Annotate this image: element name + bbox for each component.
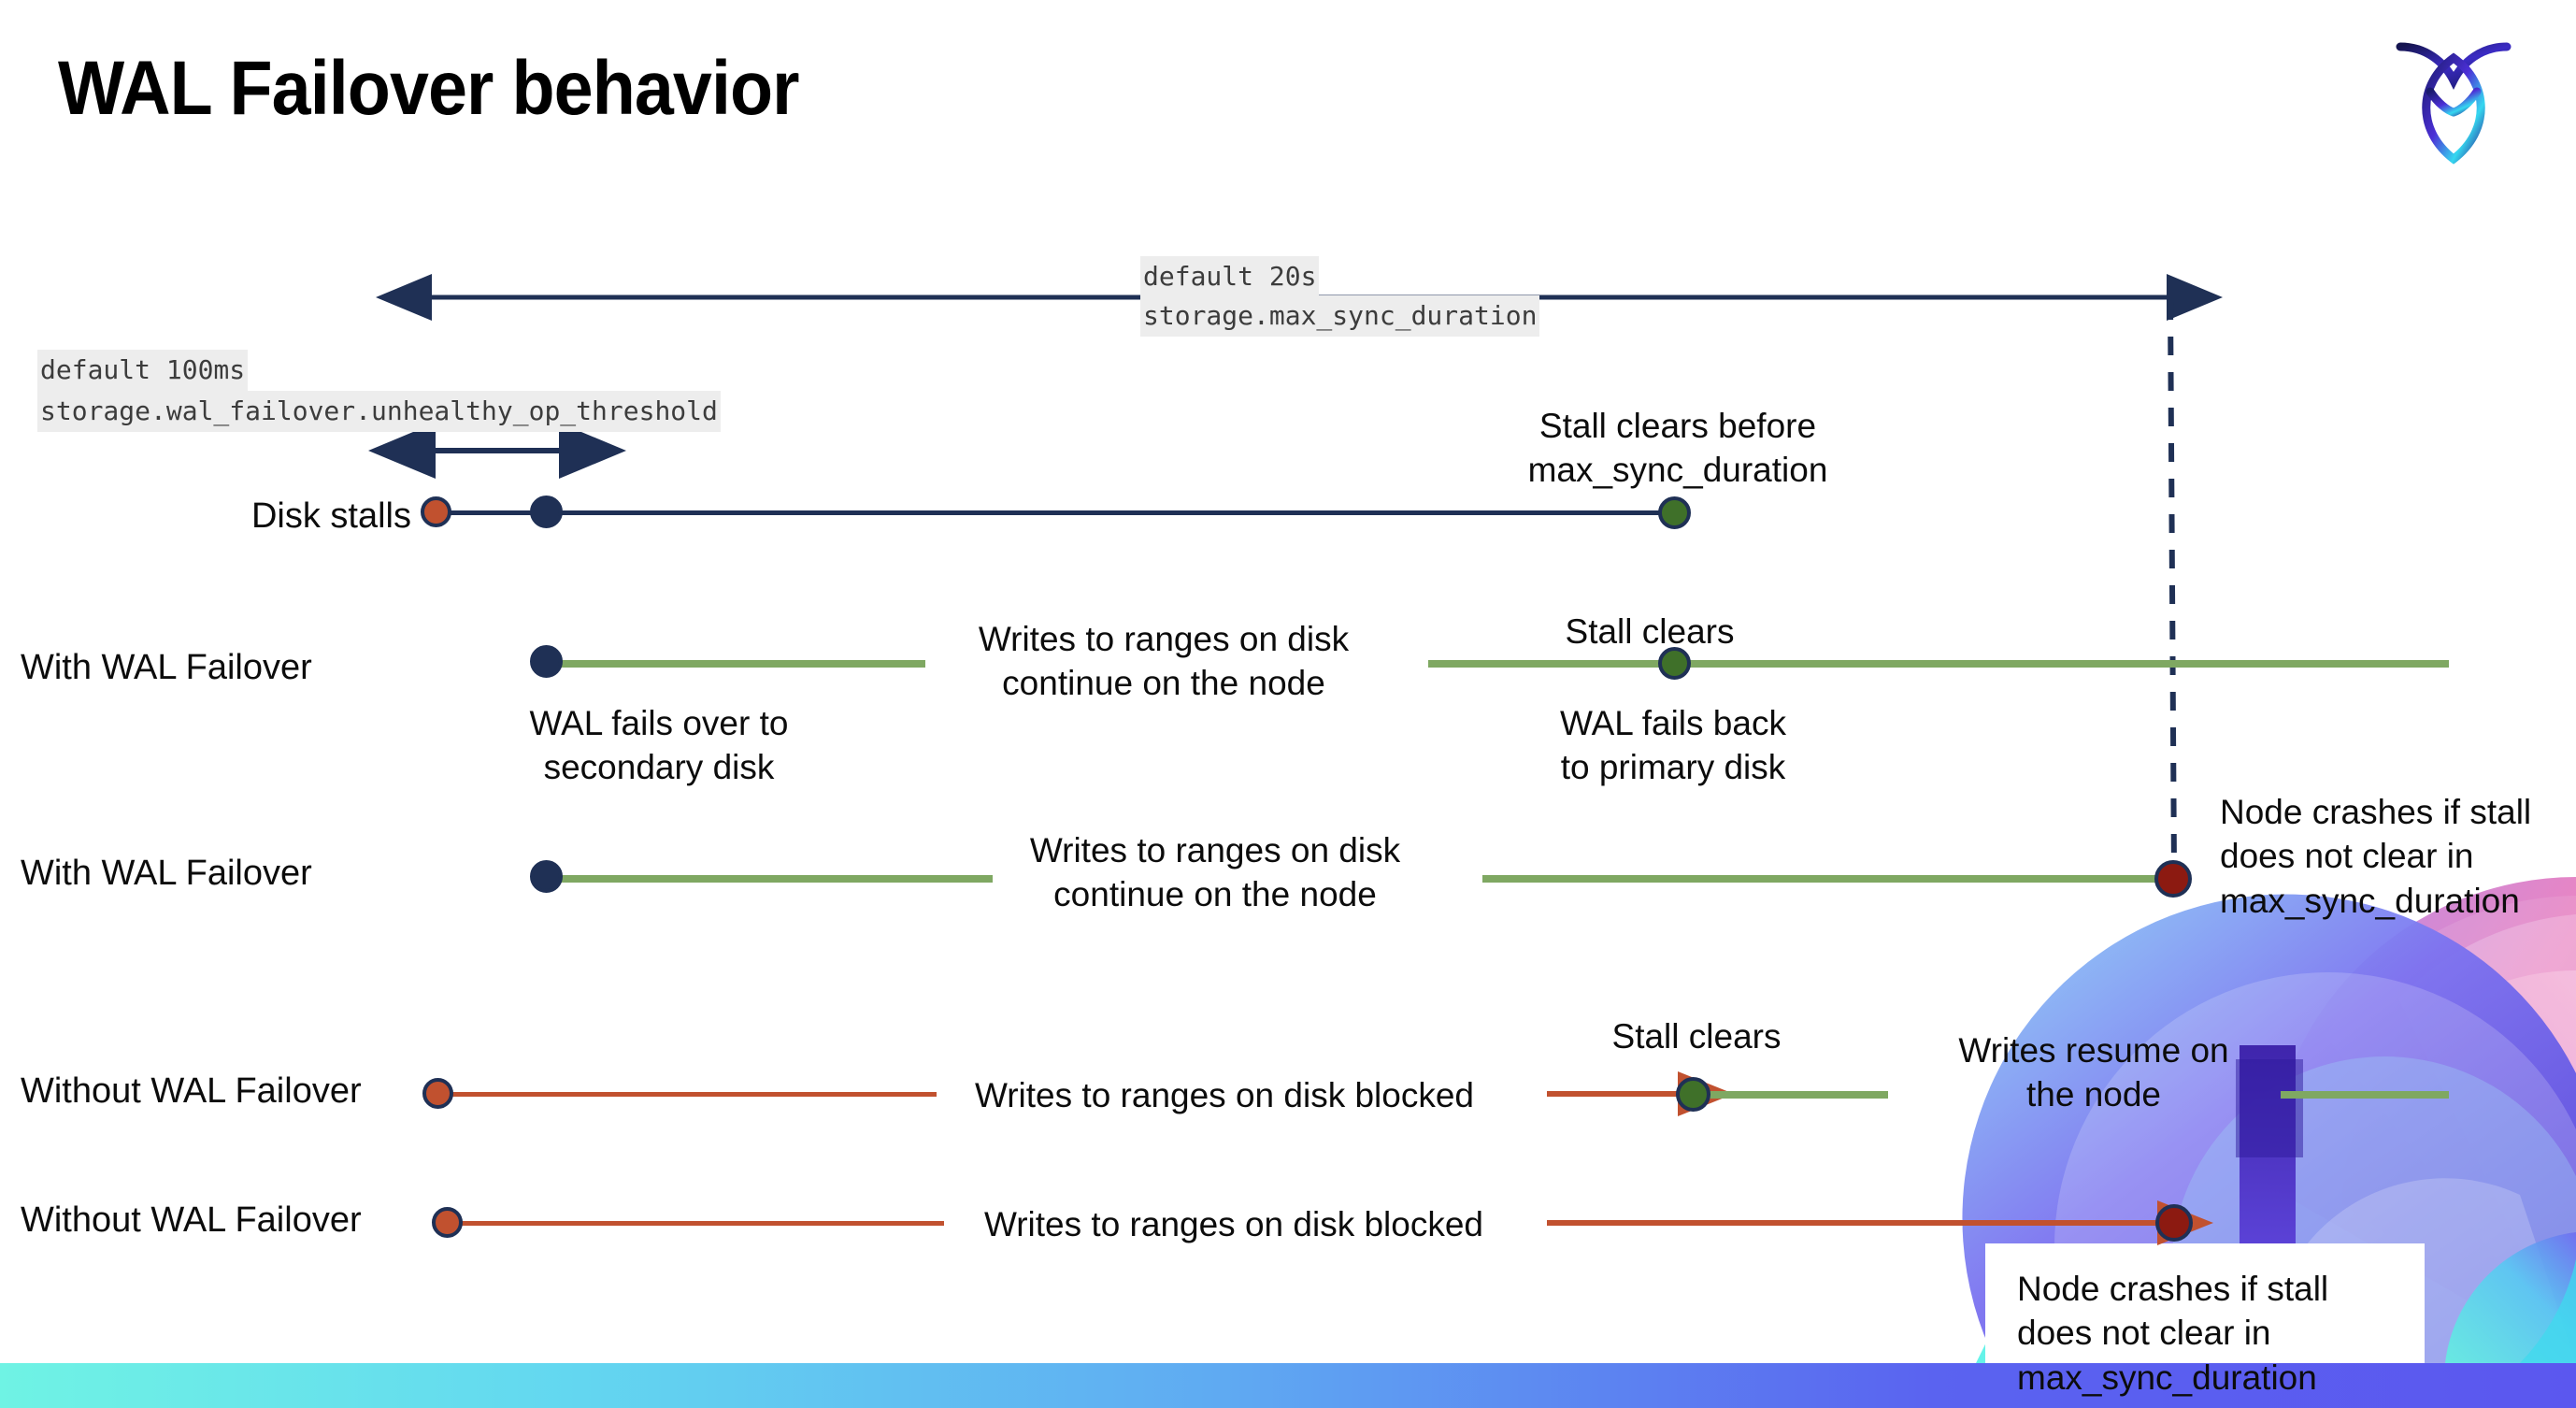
disk-stall-start-dot	[421, 496, 451, 527]
with-failover-2-node-crash-dot	[2154, 860, 2192, 898]
annotation-stall-clears-before: Stall clears before max_sync_duration	[1527, 407, 1828, 490]
decorative-corner-artwork	[1959, 858, 2576, 1363]
without-failover-1-stall-clear-dot	[1676, 1077, 1710, 1112]
without-failover-1-track-green	[1694, 1091, 1888, 1099]
with-failover-1-failover-dot	[530, 645, 563, 678]
without-failover-2-track-red	[449, 1221, 944, 1226]
max-sync-duration-guide-line	[2168, 300, 2177, 872]
row-label-with-wal-failover-1: With WAL Failover	[21, 648, 312, 687]
annotation-writes-blocked-2: Writes to ranges on disk blocked	[983, 1205, 1484, 1243]
without-failover-1-track-green-resume	[2281, 1091, 2449, 1099]
page-title: WAL Failover behavior	[58, 46, 800, 131]
annotation-stall-clears-1: Stall clears	[1565, 612, 1735, 651]
annotation-wal-fails-over: WAL fails over to secondary disk	[529, 704, 789, 787]
with-failover-2-failover-dot	[530, 860, 563, 893]
annotation-wal-fails-back: WAL fails back to primary disk	[1560, 704, 1786, 787]
annotation-writes-resume: Writes resume on the node	[1958, 1031, 2229, 1114]
max-sync-duration-default-chip: default 20s	[1140, 256, 1320, 297]
annotation-node-crashes-1: Node crashes if stall does not clear in …	[2220, 793, 2532, 920]
with-failover-1-track-left	[546, 660, 925, 668]
annotation-stall-clears-2: Stall clears	[1611, 1017, 1782, 1056]
row-label-without-wal-failover-1: Without WAL Failover	[21, 1071, 362, 1111]
annotation-node-crashes-2: Node crashes if stall does not clear in …	[2017, 1270, 2329, 1397]
without-failover-1-stall-start-dot	[422, 1078, 453, 1109]
disk-stalls-track	[437, 510, 1676, 515]
with-failover-2-track-right	[1482, 875, 2174, 883]
annotation-writes-blocked-1: Writes to ranges on disk blocked	[974, 1076, 1475, 1114]
unhealthy-op-threshold-name-chip: storage.wal_failover.unhealthy_op_thresh…	[37, 391, 721, 432]
annotation-writes-continue-2: Writes to ranges on disk continue on the…	[1029, 831, 1401, 914]
unhealthy-op-threshold-default-chip: default 100ms	[37, 350, 249, 391]
max-sync-duration-name-chip: storage.max_sync_duration	[1140, 295, 1540, 337]
cockroachdb-logo-icon	[2393, 26, 2514, 166]
disk-stall-failover-dot	[530, 496, 563, 528]
disk-stall-clear-dot	[1658, 496, 1691, 529]
without-failover-2-stall-start-dot	[432, 1207, 463, 1238]
row-label-with-wal-failover-2: With WAL Failover	[21, 854, 312, 893]
with-failover-2-track-left	[546, 875, 993, 883]
without-failover-1-track-red	[437, 1092, 937, 1097]
annotation-writes-continue-1: Writes to ranges on disk continue on the…	[978, 620, 1350, 703]
with-failover-1-stall-clear-dot	[1658, 647, 1691, 680]
with-failover-1-track-right	[1428, 660, 2449, 668]
row-label-disk-stalls: Disk stalls	[250, 496, 411, 536]
row-label-without-wal-failover-2: Without WAL Failover	[21, 1200, 362, 1240]
corner-art-svg	[1962, 877, 2576, 1363]
without-failover-2-node-crash-dot	[2155, 1204, 2193, 1242]
bottom-gradient-bar	[0, 1363, 2576, 1408]
